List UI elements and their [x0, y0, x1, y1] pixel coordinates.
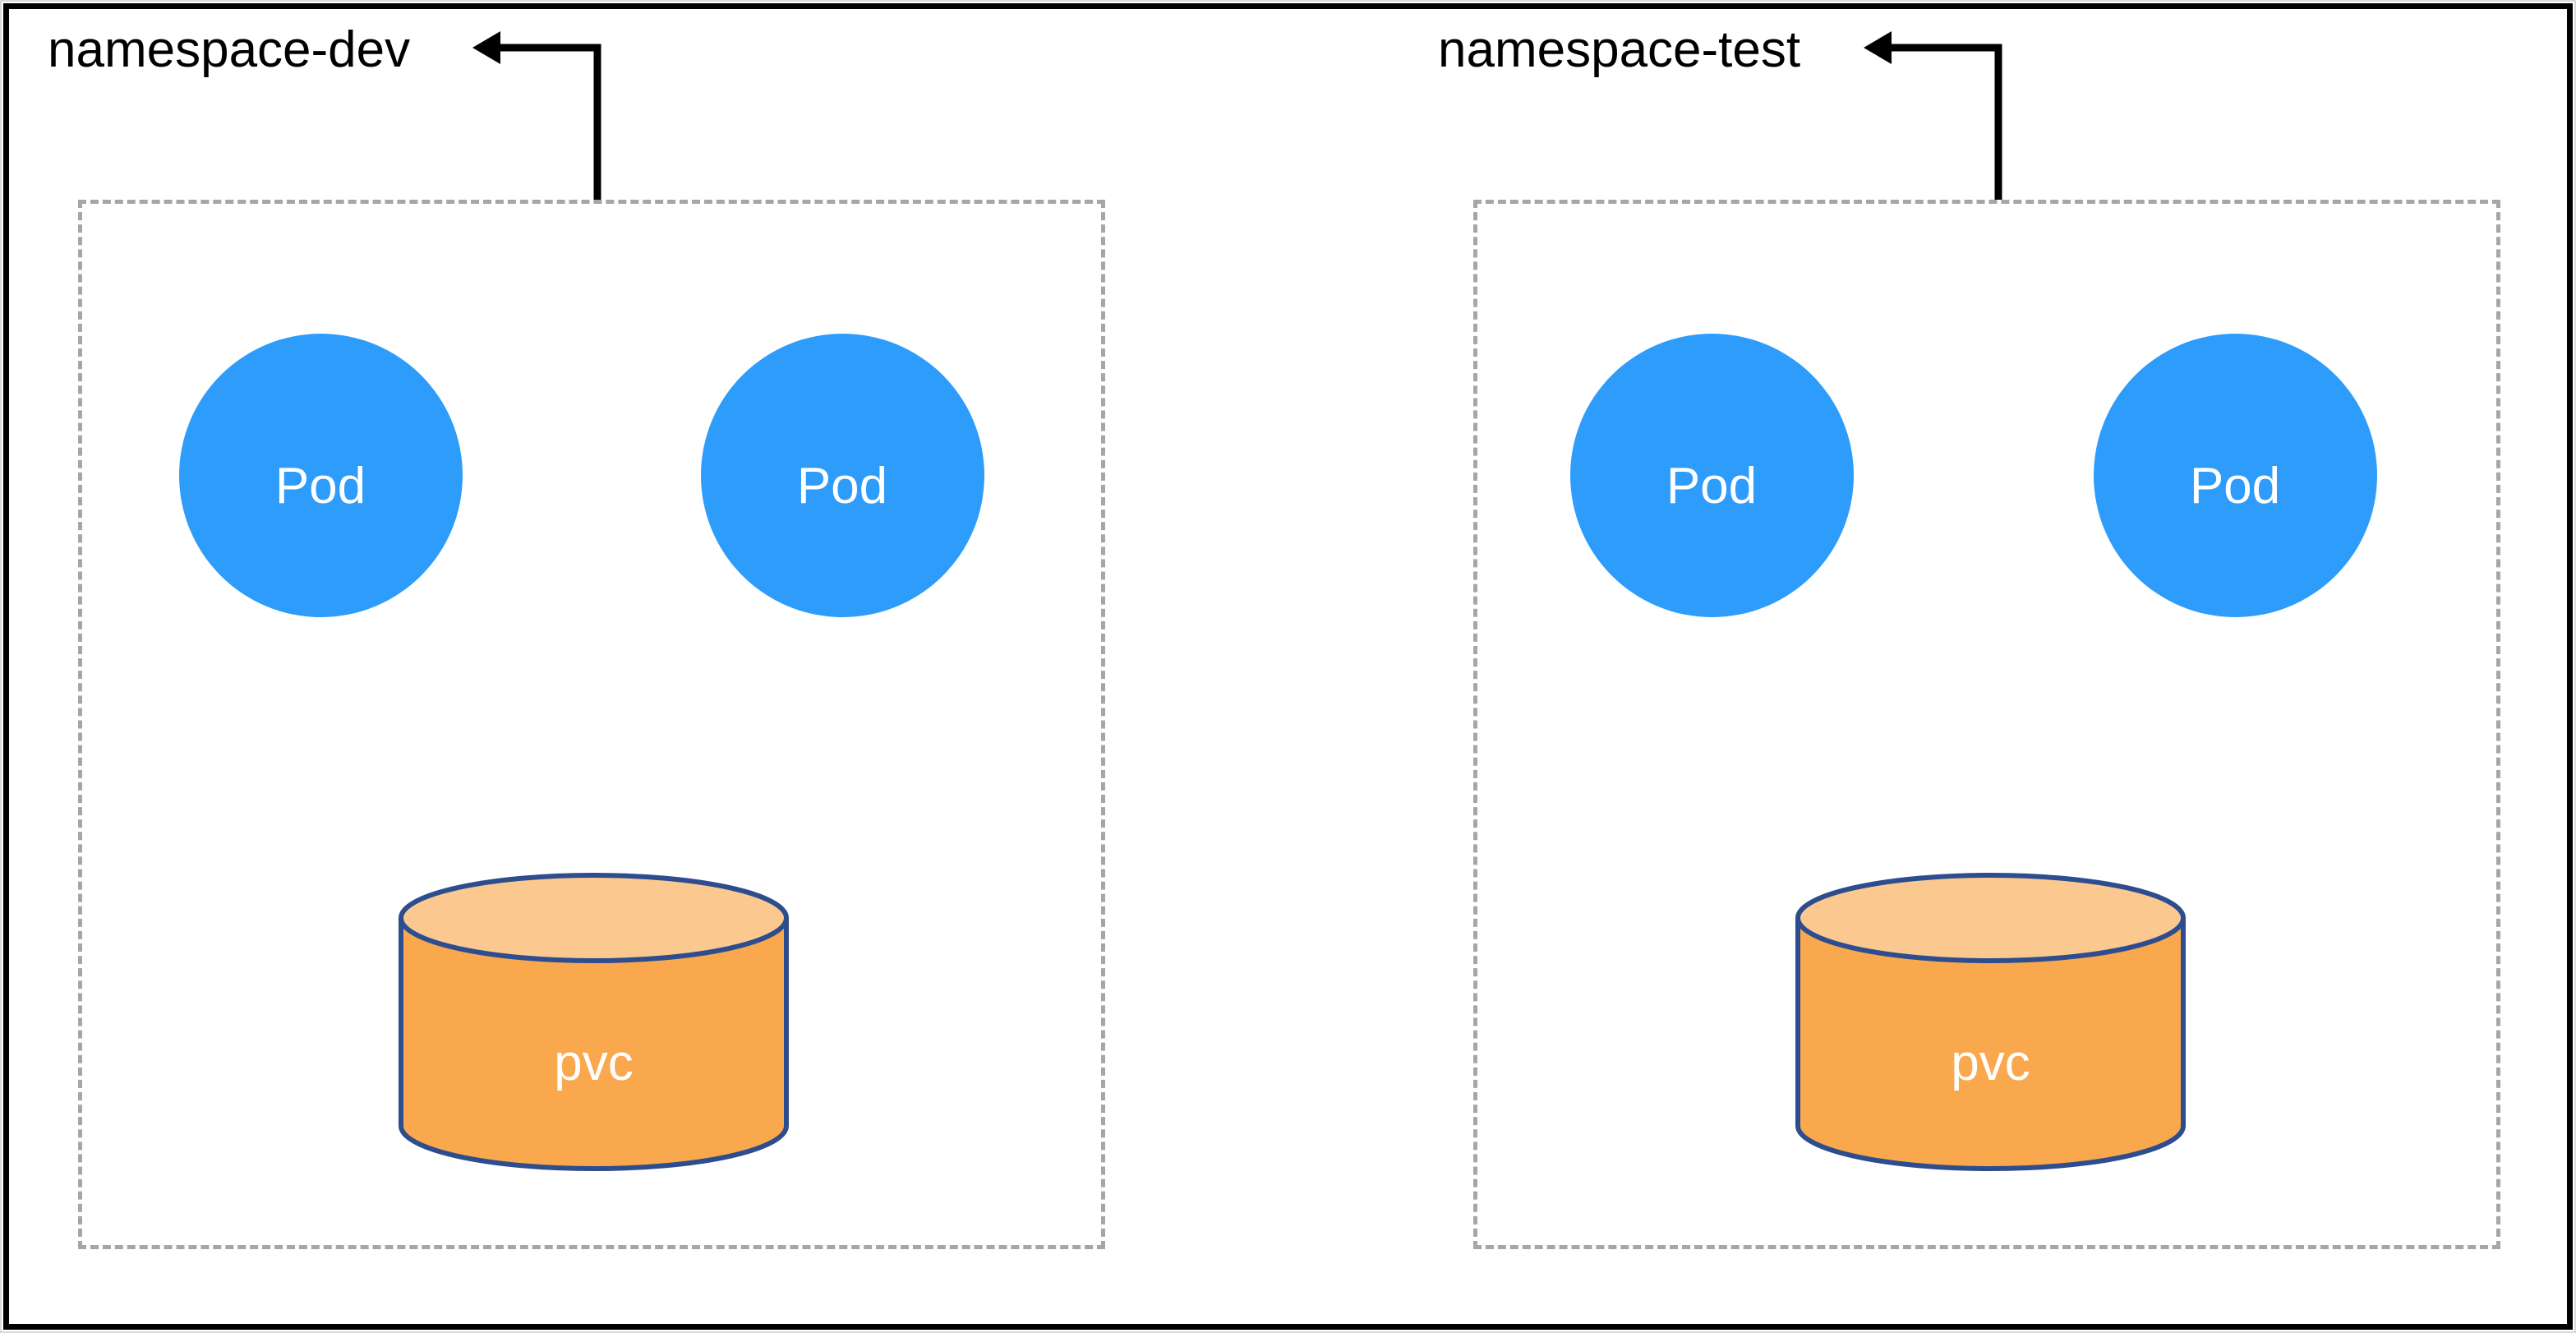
- namespace-label-namespace-test: namespace-test: [1438, 21, 1801, 78]
- pod-node[interactable]: Pod: [700, 333, 984, 617]
- namespace-callout-arrow-namespace-dev: [440, 15, 630, 233]
- pod-node[interactable]: Pod: [2093, 333, 2377, 617]
- namespace-callout-arrow-namespace-test: [1831, 15, 2031, 233]
- pod-label: Pod: [274, 458, 366, 514]
- pod-label: Pod: [796, 458, 888, 514]
- pod-node[interactable]: Pod: [178, 333, 463, 617]
- pod-label: Pod: [2189, 458, 2281, 514]
- pod-label: Pod: [1666, 458, 1758, 514]
- pvc-cylinder[interactable]: pvc: [1795, 873, 2186, 1171]
- pod-node[interactable]: Pod: [1569, 333, 1854, 617]
- namespace-container-namespace-test: [1473, 200, 2500, 1249]
- namespace-container-namespace-dev: [78, 200, 1105, 1249]
- pvc-cylinder[interactable]: pvc: [399, 873, 789, 1171]
- pvc-label: pvc: [1951, 1035, 2030, 1092]
- namespace-label-namespace-dev: namespace-dev: [48, 21, 411, 78]
- pvc-label: pvc: [554, 1035, 634, 1092]
